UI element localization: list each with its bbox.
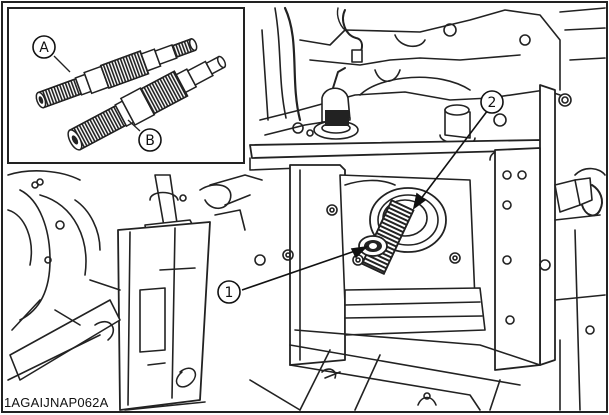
- callout-a: A: [32, 35, 56, 59]
- leader-arrows: [241, 109, 489, 291]
- inset-frame: [7, 7, 245, 164]
- shaft-b-drawing: [67, 55, 227, 151]
- leader-a: [53, 55, 71, 73]
- leader-b: [127, 119, 141, 132]
- pto-shaft-installed: [358, 199, 415, 276]
- shaft-inset: A B: [7, 7, 245, 164]
- svg-text:1: 1: [225, 285, 234, 301]
- callout-b: B: [138, 128, 162, 152]
- svg-text:A: A: [39, 40, 49, 56]
- svg-text:2: 2: [488, 95, 497, 111]
- svg-text:B: B: [145, 133, 155, 149]
- callout-1: 1: [217, 280, 241, 304]
- tractor-rear-drawing: [7, 6, 606, 411]
- callout-2: 2: [480, 90, 504, 114]
- figure-code: 1AGAIJNAP062A: [4, 395, 109, 410]
- shaft-a-drawing: [35, 38, 198, 109]
